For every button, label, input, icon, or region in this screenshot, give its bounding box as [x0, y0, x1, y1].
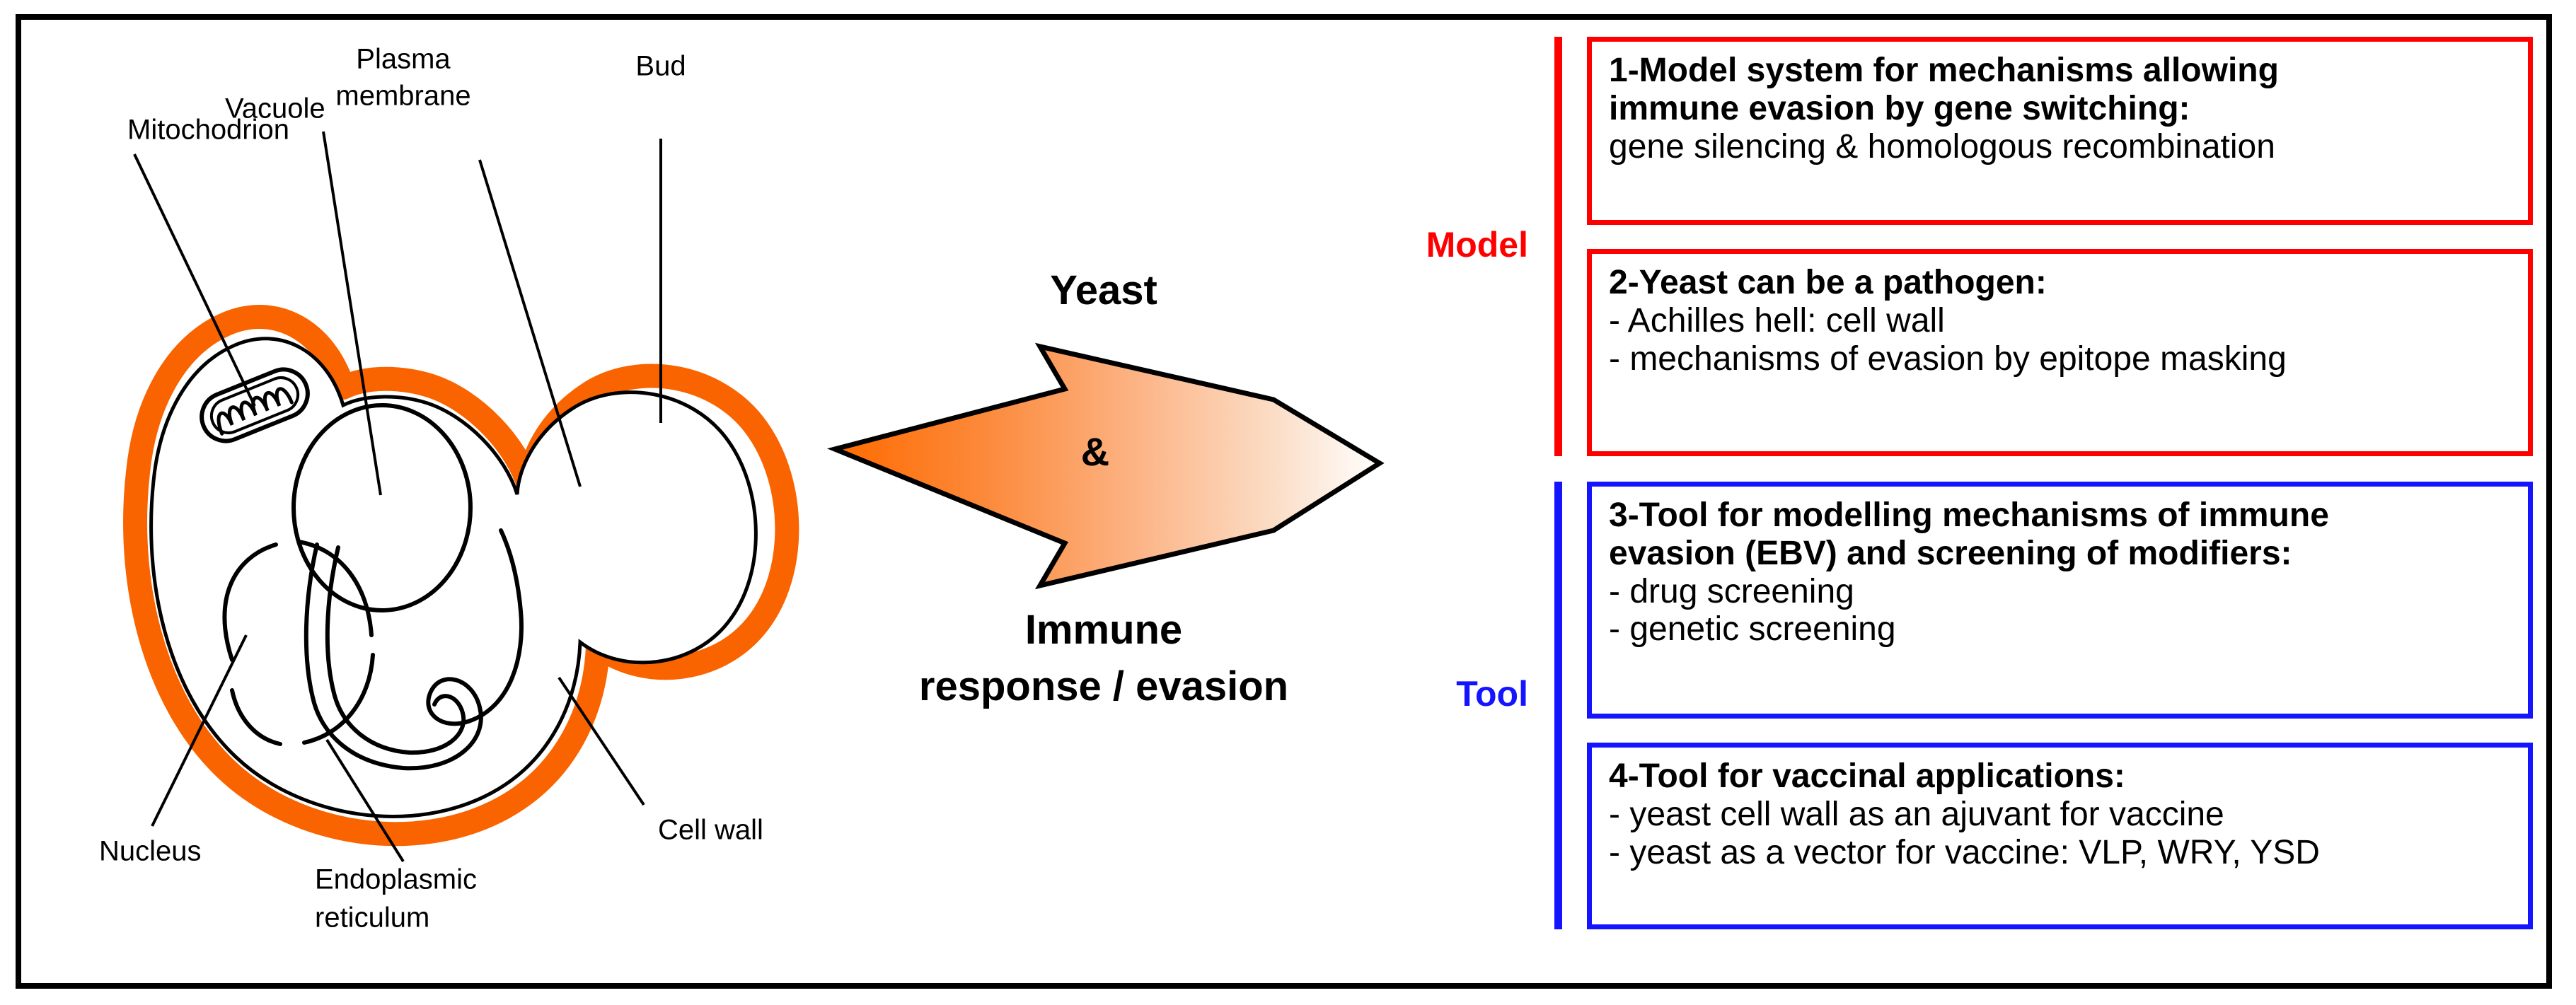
label-plasma-membrane-line2: membrane [335, 81, 470, 112]
statement-box-1[interactable]: 1-Model system for mechanisms allowing i… [1587, 37, 2533, 225]
statement-box-4-line-3: - yeast as a vector for vaccine: VLP, WR… [1609, 833, 2320, 871]
statement-box-1-line-3: gene silencing & homologous recombinatio… [1609, 127, 2275, 165]
statement-box-3-line-2: evasion (EBV) and screening of modifiers… [1609, 534, 2292, 572]
statement-box-1-line-1: 1-Model system for mechanisms allowing [1609, 52, 2279, 89]
statement-box-3-line-4: - genetic screening [1609, 610, 1896, 649]
vacuole-shape [291, 403, 473, 612]
statement-box-2-line-3: - mechanisms of evasion by epitope maski… [1609, 339, 2287, 378]
statement-box-1-line-2: immune evasion by gene switching: [1609, 89, 2190, 127]
label-bud: Bud [635, 51, 686, 82]
statement-box-3-line-1: 3-Tool for modelling mechanisms of immun… [1609, 496, 2329, 534]
label-endoplasmic-reticulum-line2: reticulum [315, 902, 429, 934]
center-top-text: Yeast [1050, 267, 1157, 313]
statement-box-2-line-2: - Achilles hell: cell wall [1609, 301, 1945, 339]
statement-box-3-line-3: - drug screening [1609, 572, 1854, 610]
group-label-model: Model [1426, 225, 1528, 265]
label-mitochondrion: Mitochodrion [127, 115, 289, 146]
center-bottom-line2: response / evasion [919, 663, 1288, 709]
statement-box-4-line-2: - yeast cell wall as an ajuvant for vacc… [1609, 795, 2224, 833]
label-vacuole: Vacuole [225, 93, 325, 124]
nucleus-shape [222, 540, 375, 746]
statement-box-2-line-1: 2-Yeast can be a pathogen: [1609, 264, 2047, 301]
statement-box-2[interactable]: 2-Yeast can be a pathogen: - Achilles he… [1587, 249, 2533, 456]
group-bar-tool [1554, 482, 1562, 929]
center-bottom-line1: Immune [1025, 607, 1182, 653]
statement-box-4[interactable]: 4-Tool for vaccinal applications: - yeas… [1587, 743, 2533, 929]
group-bar-model [1554, 37, 1562, 456]
ampersand-glyph: & [1081, 429, 1109, 474]
center-arrow-block: Yeast & Immune response / evasion [814, 233, 1401, 743]
label-plasma-membrane-line1: Plasma [356, 44, 451, 75]
statement-box-3[interactable]: 3-Tool for modelling mechanisms of immun… [1587, 482, 2533, 719]
label-nucleus: Nucleus [99, 836, 202, 867]
merge-arrow-shape [826, 342, 1385, 590]
leader-lines [133, 131, 662, 863]
label-endoplasmic-reticulum-line1: Endoplasmic [315, 864, 477, 895]
endoplasmic-reticulum-shape [304, 528, 524, 771]
yeast-cell-diagram: Mitochodrion Vacuole Plasma membrane Bud… [21, 20, 814, 985]
group-label-tool: Tool [1456, 674, 1528, 714]
statement-box-4-line-1: 4-Tool for vaccinal applications: [1609, 757, 2125, 795]
label-cell-wall: Cell wall [658, 815, 763, 846]
